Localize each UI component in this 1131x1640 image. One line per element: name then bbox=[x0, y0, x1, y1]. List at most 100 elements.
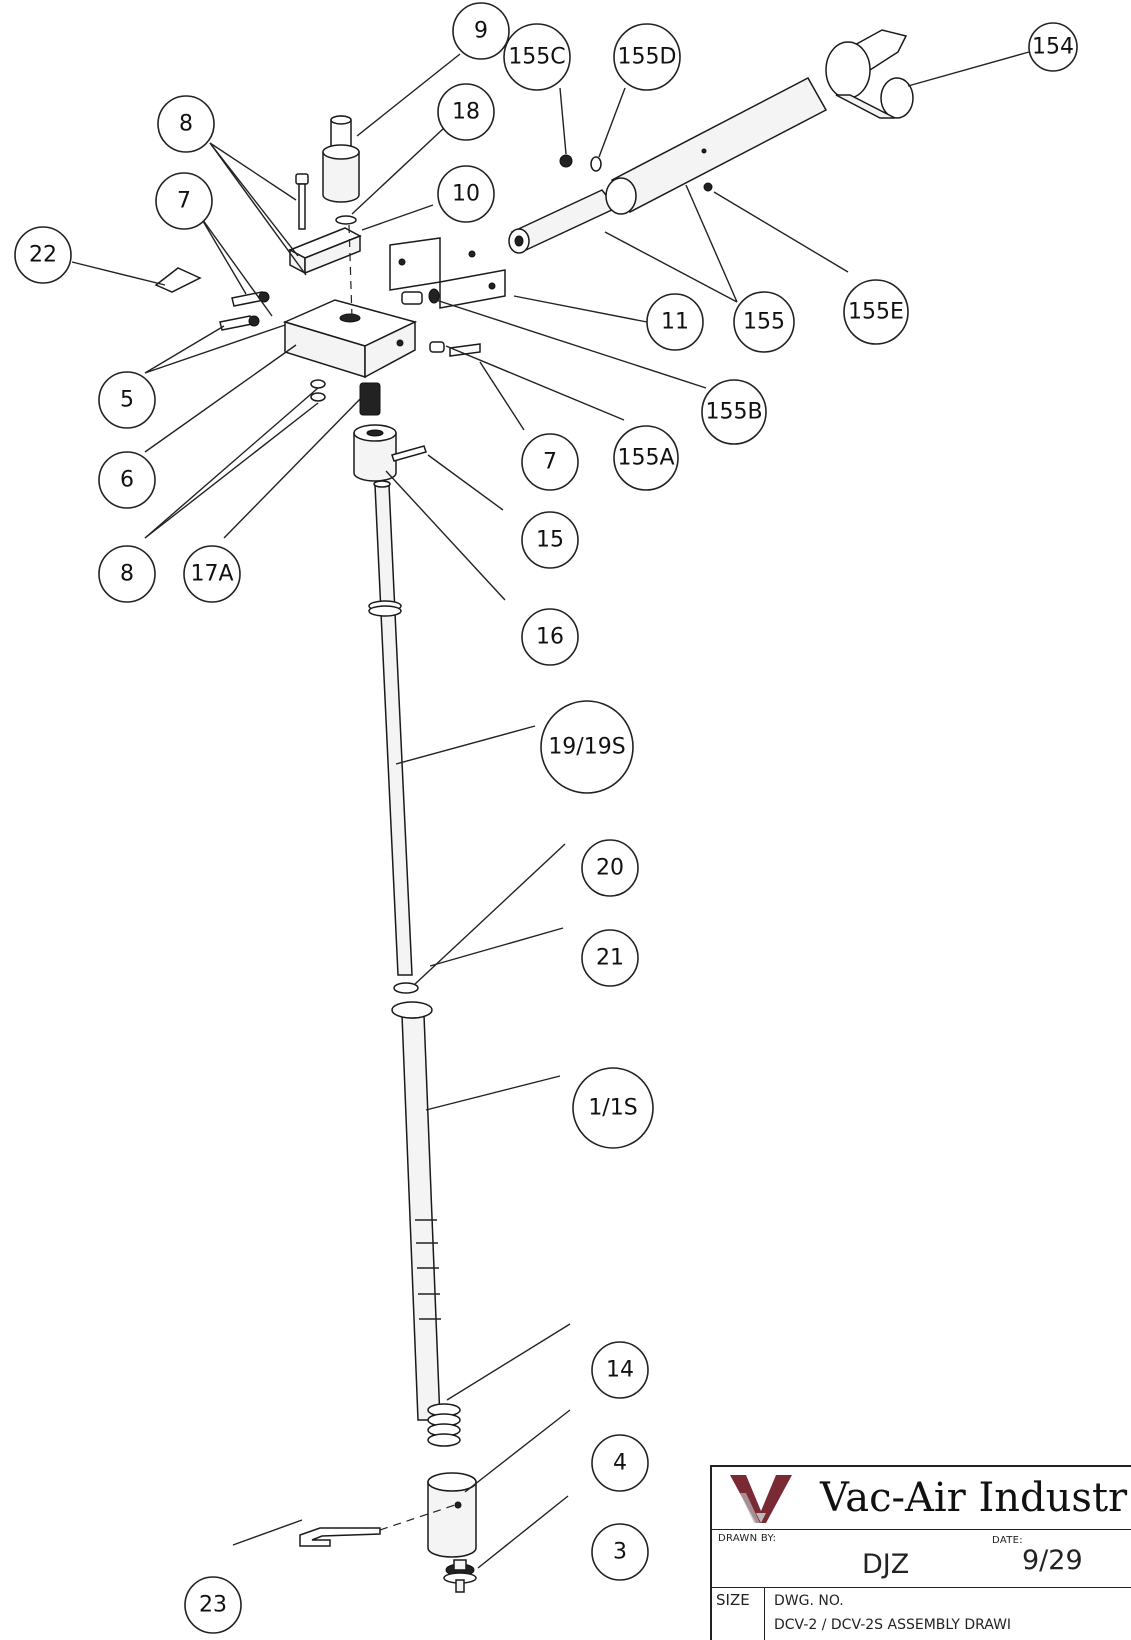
drawn-by-label: DRAWN BY: bbox=[718, 1533, 777, 1544]
svg-text:21: 21 bbox=[596, 946, 624, 971]
part-4-sleeve bbox=[427, 1472, 477, 1558]
callout-4: 4 bbox=[591, 1434, 649, 1492]
part-22-clip bbox=[154, 267, 202, 293]
part-155-rod bbox=[508, 189, 618, 254]
svg-text:10: 10 bbox=[452, 182, 480, 207]
part-9-knob bbox=[322, 115, 360, 203]
svg-text:155C: 155C bbox=[508, 45, 565, 70]
title-block-dwg-row: SIZE DWG. NO. DCV-2 / DCV-2S ASSEMBLY DR… bbox=[712, 1587, 1131, 1640]
part-15-setscrew bbox=[391, 445, 427, 462]
callout-10: 10 bbox=[437, 165, 495, 223]
part-155c-screw bbox=[559, 154, 573, 168]
part-1-tube bbox=[399, 1007, 441, 1421]
callout-11: 11 bbox=[646, 293, 704, 351]
callout-14: 14 bbox=[591, 1341, 649, 1399]
size-label: SIZE bbox=[716, 1591, 750, 1609]
svg-text:17A: 17A bbox=[190, 562, 233, 587]
svg-text:3: 3 bbox=[613, 1540, 627, 1565]
callout-6: 6 bbox=[98, 451, 156, 509]
part-154-clamp bbox=[825, 29, 914, 119]
svg-text:5: 5 bbox=[120, 388, 134, 413]
part-7-bolt-right bbox=[449, 343, 481, 357]
callout-3: 3 bbox=[591, 1523, 649, 1581]
part-23-pin bbox=[299, 1527, 381, 1547]
date-value: 9/29 bbox=[1022, 1545, 1083, 1576]
svg-text:15: 15 bbox=[536, 528, 564, 553]
knob-axis-line bbox=[348, 224, 353, 319]
svg-text:6: 6 bbox=[120, 468, 134, 493]
part-8-washer-a bbox=[310, 379, 326, 389]
svg-text:11: 11 bbox=[661, 310, 689, 335]
callout-18: 18 bbox=[437, 83, 495, 141]
svg-text:23: 23 bbox=[199, 1593, 227, 1618]
callout-154: 154 bbox=[1028, 22, 1078, 72]
part-155a-bolt bbox=[429, 341, 445, 353]
callout-155c: 155C bbox=[503, 23, 571, 91]
part-8-bolt bbox=[295, 173, 309, 230]
callout-8-top: 8 bbox=[157, 95, 215, 153]
part-14-spring bbox=[427, 1403, 461, 1447]
svg-text:7: 7 bbox=[543, 450, 557, 475]
part-10-bar bbox=[288, 227, 362, 275]
part-19-rod bbox=[368, 480, 413, 976]
svg-text:155A: 155A bbox=[617, 446, 674, 471]
callout-9: 9 bbox=[452, 2, 510, 60]
callout-155: 155 bbox=[733, 291, 795, 353]
date-label: DATE: bbox=[992, 1535, 1023, 1546]
callout-20: 20 bbox=[581, 839, 639, 897]
svg-text:1/1S: 1/1S bbox=[588, 1096, 637, 1121]
company-logo bbox=[730, 1475, 792, 1523]
callout-22: 22 bbox=[14, 226, 72, 284]
part-155-tube bbox=[605, 76, 828, 215]
svg-text:155B: 155B bbox=[705, 400, 762, 425]
svg-text:14: 14 bbox=[606, 1358, 634, 1383]
part-8-washer-b bbox=[310, 392, 326, 402]
svg-text:19/19S: 19/19S bbox=[548, 735, 625, 760]
svg-text:8: 8 bbox=[179, 112, 193, 137]
svg-text:155E: 155E bbox=[848, 300, 904, 325]
part-16-collar bbox=[353, 424, 397, 482]
part-155e-screw bbox=[703, 182, 713, 192]
svg-text:18: 18 bbox=[452, 100, 480, 125]
callout-155d: 155D bbox=[613, 23, 681, 91]
company-name: Vac-Air Industr bbox=[820, 1475, 1128, 1521]
callout-8-bottom: 8 bbox=[98, 545, 156, 603]
dwg-no-label: DWG. NO. bbox=[774, 1593, 844, 1609]
part-21-oring bbox=[391, 1001, 433, 1019]
svg-text:16: 16 bbox=[536, 625, 564, 650]
svg-text:155: 155 bbox=[743, 310, 785, 335]
svg-text:155D: 155D bbox=[618, 45, 677, 70]
title-block-header: Vac-Air Industr bbox=[712, 1467, 1131, 1530]
svg-text:7: 7 bbox=[177, 189, 191, 214]
size-cell: SIZE bbox=[712, 1587, 765, 1640]
callout-23: 23 bbox=[184, 1576, 242, 1634]
drawn-by-value: DJZ bbox=[862, 1549, 910, 1580]
part-3-plug bbox=[443, 1559, 477, 1593]
title-block: Vac-Air Industr DRAWN BY: DJZ DATE: 9/29… bbox=[710, 1465, 1131, 1640]
part-11-bracket bbox=[389, 237, 506, 309]
callout-7-right: 7 bbox=[521, 433, 579, 491]
callout-17a: 17A bbox=[183, 545, 241, 603]
callout-1-1s: 1/1S bbox=[572, 1067, 654, 1149]
callout-21: 21 bbox=[581, 929, 639, 987]
part-155d-nut bbox=[590, 156, 602, 172]
title-block-drawn-row: DRAWN BY: DJZ DATE: 9/29 bbox=[712, 1529, 1131, 1588]
leader-lines bbox=[71, 51, 1030, 1569]
part-17a-spring bbox=[359, 382, 381, 416]
svg-text:9: 9 bbox=[474, 19, 488, 44]
callout-7-top: 7 bbox=[155, 172, 213, 230]
part-18-washer bbox=[335, 215, 357, 225]
part-20-washer bbox=[393, 982, 419, 994]
part-7-bolts-left bbox=[219, 291, 270, 331]
svg-text:22: 22 bbox=[29, 243, 57, 268]
callout-19-19s: 19/19S bbox=[540, 700, 634, 794]
callout-155b: 155B bbox=[701, 379, 767, 445]
part-155b-bolt bbox=[401, 291, 423, 305]
dwg-no-value: DCV-2 / DCV-2S ASSEMBLY DRAWI bbox=[774, 1617, 1012, 1633]
callout-155e: 155E bbox=[843, 279, 909, 345]
callout-16: 16 bbox=[521, 608, 579, 666]
svg-text:8: 8 bbox=[120, 562, 134, 587]
part-6-block bbox=[282, 299, 418, 379]
svg-text:4: 4 bbox=[613, 1451, 627, 1476]
